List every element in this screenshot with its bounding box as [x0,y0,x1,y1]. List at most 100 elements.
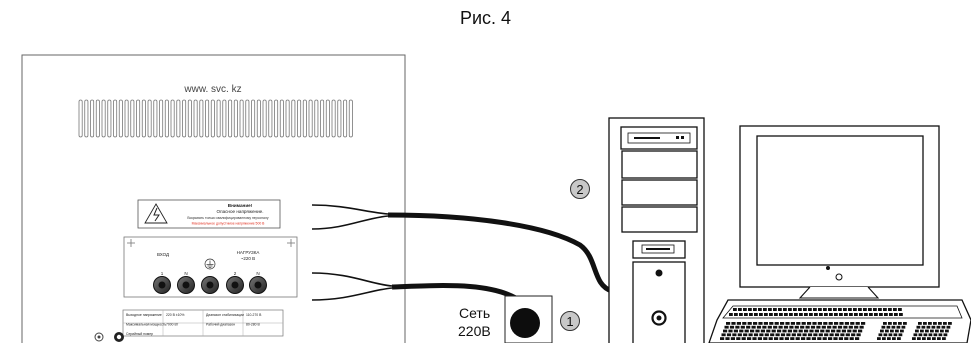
vent-slot [262,99,267,138]
keyboard-key [736,337,741,340]
keyboard-key [762,325,767,329]
keyboard-key [937,337,941,340]
keyboard-key [807,333,813,337]
keyboard-key [738,308,742,311]
keyboard-key [894,313,898,316]
keyboard [708,299,971,343]
keyboard-key [858,308,862,311]
keyboard-key [863,308,867,311]
keyboard-key [748,333,753,337]
keyboard-key [784,337,789,340]
keyboard-key [847,329,852,333]
vent-slot [297,99,302,138]
keyboard-key [809,329,814,333]
vent-slot [124,99,129,138]
keyboard-key [732,333,737,337]
keyboard-key [786,333,791,337]
spec-cell: Рабочий диапазон [206,323,235,327]
keyboard-key [818,308,822,311]
keyboard-key [742,322,747,325]
keyboard-key [838,337,843,340]
vent-slot [337,99,342,138]
keyboard-key [938,322,942,325]
keyboard-key [735,325,740,329]
keyboard-key [768,337,773,340]
keyboard-key [806,337,811,340]
keyboard-key [873,308,877,311]
vent-slot [291,99,296,138]
keyboard-key [854,313,858,316]
keyboard-key [763,308,767,311]
keyboard-key [936,325,941,329]
keyboard-key [726,333,732,337]
keyboard-key [790,337,795,340]
keyboard-key [900,329,904,333]
vent-slot [216,99,221,138]
keyboard-key [766,329,771,333]
keyboard-key [764,313,768,316]
vent-slot [274,99,279,138]
terminal-hole [231,281,239,289]
keyboard-key [778,308,782,311]
keyboard-key [823,322,828,325]
keyboard-key [741,337,746,340]
mains-plug [510,308,540,338]
keyboard-key [827,325,832,329]
vent-slot [210,99,215,138]
keyboard-key [893,308,897,311]
vent-slot [256,99,261,138]
keyboard-key [868,308,872,311]
keyboard-key [779,313,783,316]
keyboard-key [737,333,742,337]
vent-slot [176,99,181,138]
keyboard-key [783,308,787,311]
keyboard-key [795,337,800,340]
keyboard-key [759,313,763,316]
keyboard-key [748,308,752,311]
keyboard-key [828,308,832,311]
keyboard-key [801,322,806,325]
vent-slot [95,99,100,138]
keyboard-key [943,322,947,325]
keyboard-key [933,322,937,325]
figure-title: Рис. 4 [459,8,512,28]
keyboard-key [764,333,769,337]
keyboard-key [886,325,891,329]
keyboard-key [848,325,853,329]
keyboard-key [774,313,778,316]
terminal-hole [158,281,166,289]
keyboard-key [780,333,786,337]
vent-slot [136,99,141,138]
keyboard-key [759,333,764,337]
vent-slot [239,99,244,138]
vent-slot [90,99,95,138]
keyboard-key [927,337,931,340]
terminal-label: N [256,271,259,276]
keyboard-key [807,322,812,325]
mount-cross-icon-right [287,239,295,247]
keyboard-key [844,337,849,340]
keyboard-key [844,313,848,316]
keyboard-key [859,325,864,329]
keyboard-key [777,329,782,333]
keyboard-key [881,325,886,329]
keyboard-key [791,333,796,337]
keyboard-key [828,337,833,340]
certification-marks [94,332,124,342]
output-cable [311,204,614,294]
keyboard-key [723,329,728,333]
keyboard-key [918,333,923,337]
high-voltage-icon [144,203,168,224]
keyboard-key [884,313,888,316]
keyboard-key [840,333,845,337]
vent-slot [130,99,135,138]
keyboard-key [841,329,846,333]
keyboard-key [942,337,946,340]
vent-slot [205,99,210,138]
keyboard-key [789,313,793,316]
keyboard-key [793,308,797,311]
keyboard-key [899,313,903,316]
keyboard-key [782,329,787,333]
keyboard-key [930,329,934,333]
keyboard-key [891,325,896,329]
